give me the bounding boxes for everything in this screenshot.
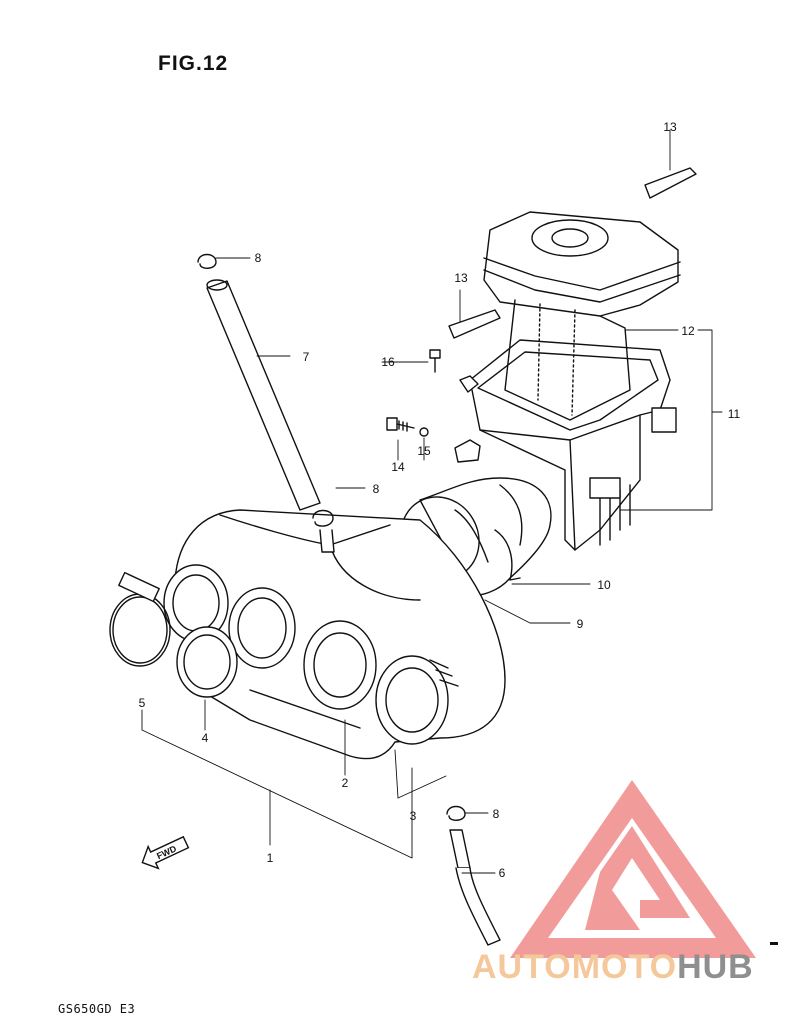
washer-15	[419, 427, 429, 437]
callout-6: 6	[499, 866, 506, 880]
model-code: GS650GD E3	[58, 1002, 136, 1016]
leader-lines	[141, 129, 723, 874]
air-cleaner-box	[454, 339, 677, 551]
boot-cylinder-2	[228, 587, 296, 669]
hose-clip-middle	[312, 509, 334, 527]
hose-clip-bottom	[446, 805, 466, 821]
boot-cylinder-3	[303, 620, 377, 710]
screw-16	[429, 349, 479, 393]
callout-14: 14	[391, 460, 405, 474]
figure-title: FIG.12	[158, 52, 229, 75]
callout-2: 2	[342, 776, 349, 790]
callout-12: 12	[681, 324, 695, 338]
watermark-text-auto: AUTOMOTO	[472, 948, 678, 986]
breather-hose-top	[206, 279, 321, 511]
watermark-text: AUTOMOTOHUB	[472, 948, 754, 987]
callout-9: 9	[577, 617, 584, 631]
retainer-strip-top	[644, 167, 697, 199]
callout-10: 10	[597, 578, 611, 592]
bolt-14	[386, 417, 415, 432]
drain-hose	[449, 829, 501, 946]
callout-5: 5	[139, 696, 146, 710]
watermark-logo	[510, 780, 778, 958]
loose-boot	[176, 626, 238, 698]
duct-clamp	[494, 529, 521, 581]
callout-16: 16	[381, 355, 395, 369]
intake-duct	[400, 477, 552, 596]
callout-8-middle: 8	[373, 482, 380, 496]
hose-clip-top	[197, 253, 217, 269]
forward-arrow: FWD	[141, 835, 190, 870]
retainer-strip-middle	[448, 309, 501, 339]
callout-8-bottom: 8	[493, 807, 500, 821]
loose-clamp	[109, 571, 171, 667]
watermark-text-hub: HUB	[677, 948, 754, 986]
callout-7: 7	[303, 350, 310, 364]
callout-13-middle: 13	[454, 271, 468, 285]
callout-3: 3	[410, 809, 417, 823]
callout-13-top: 13	[663, 120, 677, 134]
boot-cylinder-4	[375, 655, 459, 745]
air-filter-element	[483, 211, 681, 421]
hose-fitting	[319, 529, 335, 553]
callout-11: 11	[728, 407, 741, 421]
callout-4: 4	[202, 731, 209, 745]
callout-8-top: 8	[255, 251, 262, 265]
callout-15: 15	[417, 444, 431, 458]
callout-1: 1	[267, 851, 274, 865]
